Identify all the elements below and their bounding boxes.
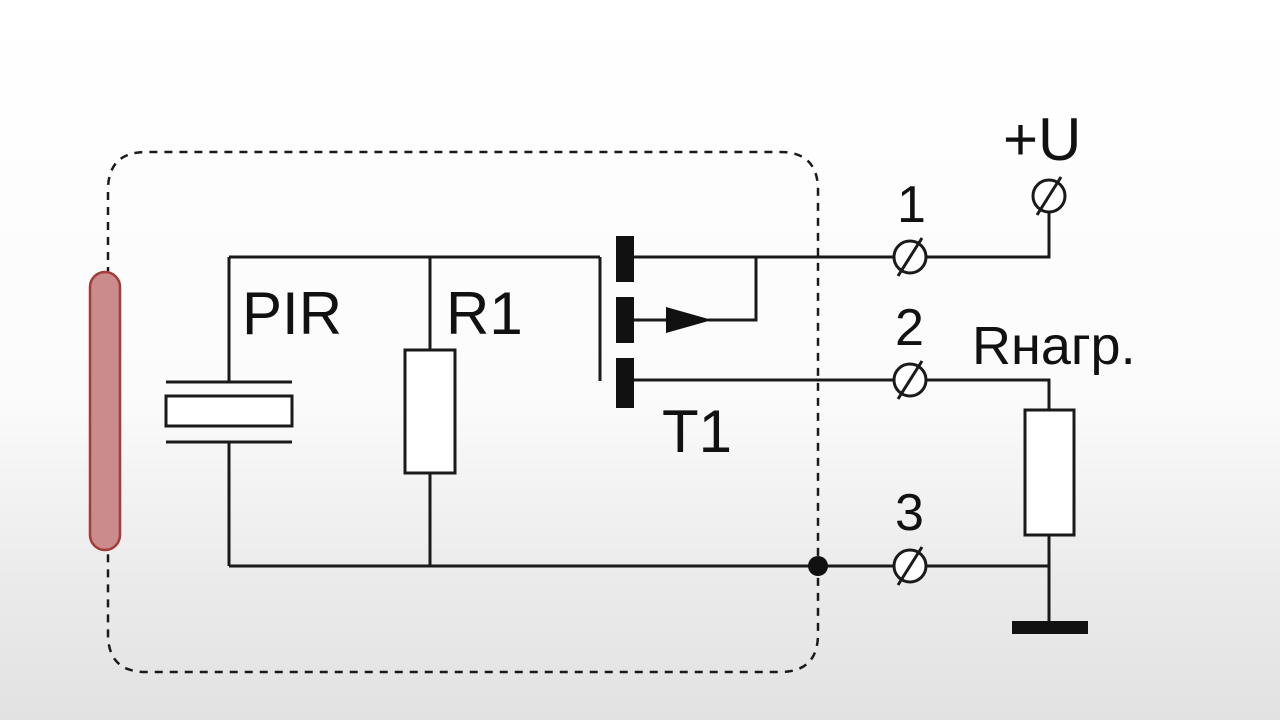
wire-pin2-to-load — [925, 378, 1051, 410]
terminal-pin1 — [892, 237, 928, 277]
sensor-lens — [88, 270, 122, 552]
resistor-r1 — [403, 348, 457, 475]
label-t1: T1 — [662, 398, 732, 465]
resistor-load — [1023, 408, 1076, 537]
pir-element — [164, 380, 294, 444]
label-r1: R1 — [446, 280, 523, 347]
label-pin3: 3 — [895, 484, 924, 542]
junction-dot — [808, 556, 828, 576]
transistor-channel-source — [616, 358, 634, 408]
ground-icon — [1012, 621, 1088, 634]
transistor-t1 — [616, 236, 712, 408]
transistor-channel-drain — [616, 236, 634, 282]
label-supply: +U — [1003, 106, 1081, 173]
label-pin1: 1 — [897, 176, 926, 234]
wire-pin1-to-supply — [925, 212, 1051, 259]
terminal-pin2 — [892, 360, 928, 400]
terminal-supply — [1031, 176, 1067, 216]
wire-body-tie — [708, 257, 758, 322]
wiring — [227, 212, 1051, 624]
label-pir: PIR — [242, 280, 342, 347]
transistor-arrow-icon — [666, 307, 712, 333]
transistor-channel-body — [616, 297, 634, 343]
terminal-pin3 — [892, 546, 928, 586]
label-load: Rнагр. — [972, 316, 1136, 376]
sensor-enclosure — [106, 150, 820, 674]
label-pin2: 2 — [895, 299, 924, 357]
